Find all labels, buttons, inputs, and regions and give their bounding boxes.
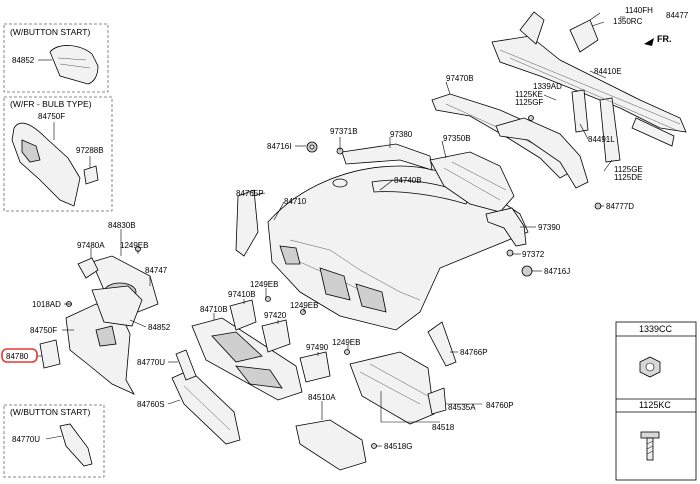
part-label: 1125GE xyxy=(614,165,643,174)
part-label-highlighted: 84780 xyxy=(6,352,29,361)
nut-icon xyxy=(639,356,661,378)
glove-box-lower xyxy=(295,419,367,471)
floor-duct-assembly xyxy=(429,151,515,213)
side-duct-right xyxy=(485,207,527,247)
part-label: 84770U xyxy=(137,358,165,367)
fastener-code: 1125KC xyxy=(639,400,671,410)
part-label: 84760S xyxy=(137,400,165,409)
part-label: 84716J xyxy=(544,267,570,276)
lower-panel-left xyxy=(65,285,143,395)
crash-pad-lower-panel-part xyxy=(11,122,81,207)
bolt-icon xyxy=(640,431,660,461)
part-label: 1018AD xyxy=(32,300,61,309)
part-label: 84518G xyxy=(384,442,412,451)
fastener-table: 1339CC 1125KC xyxy=(615,321,697,481)
inset-title: (W/BUTTON START) xyxy=(10,407,90,417)
part-label: 84747 xyxy=(145,266,168,275)
side-trim-84770U xyxy=(175,349,197,381)
inset-title: (W/FR - BULB TYPE) xyxy=(10,99,92,109)
inset-fr-bulb-type: (W/FR - BULB TYPE) 84750F 97288B xyxy=(3,96,113,212)
part-label: 84765P xyxy=(236,189,264,198)
part-label: 1249EB xyxy=(290,301,318,310)
fuse-cover-84780 xyxy=(39,339,61,369)
part-label: 84710B xyxy=(200,305,228,314)
side-cover-right xyxy=(427,321,457,367)
part-label: 97490 xyxy=(306,343,329,352)
inset-button-start-bottom: (W/BUTTON START) 84770U xyxy=(3,404,105,478)
part-label: 1339AD xyxy=(533,82,562,91)
part-label: 84766P xyxy=(460,348,488,357)
part-label: 1125DE xyxy=(614,173,642,182)
front-direction-indicator: FR. xyxy=(644,34,672,46)
part-label: 1249EB xyxy=(250,280,278,289)
part-label: 84750F xyxy=(38,112,65,121)
part-label: 84852 xyxy=(12,56,35,65)
part-label: 84770U xyxy=(12,435,40,444)
part-label: 1140FH xyxy=(625,6,653,15)
part-label: 97372 xyxy=(522,250,545,259)
highlight-box xyxy=(1,348,38,363)
part-label: 97480A xyxy=(77,241,105,250)
cowl-cross-bar xyxy=(491,11,687,163)
part-label: 84750F xyxy=(30,326,57,335)
glove-box-housing xyxy=(349,351,435,425)
part-label: 84477 xyxy=(666,11,689,20)
part-label: 84510A xyxy=(308,393,336,402)
part-label: 1249EB xyxy=(332,338,360,347)
part-label: 97288B xyxy=(76,146,104,155)
part-label: 84777D xyxy=(606,202,634,211)
part-label: 97350B xyxy=(443,134,471,143)
part-label: 84830B xyxy=(108,221,136,230)
center-lower-cover xyxy=(171,369,241,445)
side-vent-duct xyxy=(495,117,589,189)
glove-box-stop xyxy=(427,387,447,415)
part-label: 84410E xyxy=(594,67,622,76)
part-label: 84852 xyxy=(148,323,171,332)
part-label: 84535A xyxy=(448,403,476,412)
clips xyxy=(66,115,602,449)
part-label: 97371B xyxy=(330,127,358,136)
part-label: 1350RC xyxy=(613,17,643,26)
fastener-code: 1339CC xyxy=(639,324,673,334)
part-label: 84716I xyxy=(267,142,291,151)
switch-97410B xyxy=(229,299,257,331)
front-label: FR. xyxy=(657,34,672,44)
center-fascia-panel xyxy=(191,317,303,401)
part-label: 97380 xyxy=(390,130,413,139)
switch-part xyxy=(83,165,99,185)
part-label: 97410B xyxy=(228,290,256,299)
part-label: 84760P xyxy=(486,401,514,410)
part-label: 84740B xyxy=(394,176,422,185)
part-label: 84518 xyxy=(432,423,455,432)
inset-button-start-top: (W/BUTTON START) 84852 xyxy=(3,23,109,93)
switch-97490 xyxy=(299,351,331,383)
part-label: 1125GF xyxy=(515,98,543,107)
arrow-icon xyxy=(644,38,654,46)
start-button-bezel-part xyxy=(49,45,99,85)
leader-lines xyxy=(36,12,625,447)
part-labels: 1140FH 84477 1350RC 84410E 97470B 1339AD… xyxy=(1,6,689,451)
part-label: 1125KE xyxy=(515,90,543,99)
main-crash-pad xyxy=(267,165,529,331)
part-label: 97420 xyxy=(264,311,287,320)
part-label: 84710 xyxy=(284,197,307,206)
inset-title: (W/BUTTON START) xyxy=(10,27,90,37)
part-label: 84491L xyxy=(588,135,615,144)
lower-trim-part xyxy=(59,423,93,467)
part-label: 97470B xyxy=(446,74,474,83)
part-label: 1249EB xyxy=(120,241,148,250)
side-cover-left xyxy=(235,189,259,257)
center-duct xyxy=(341,143,433,171)
part-label: 97390 xyxy=(538,223,561,232)
